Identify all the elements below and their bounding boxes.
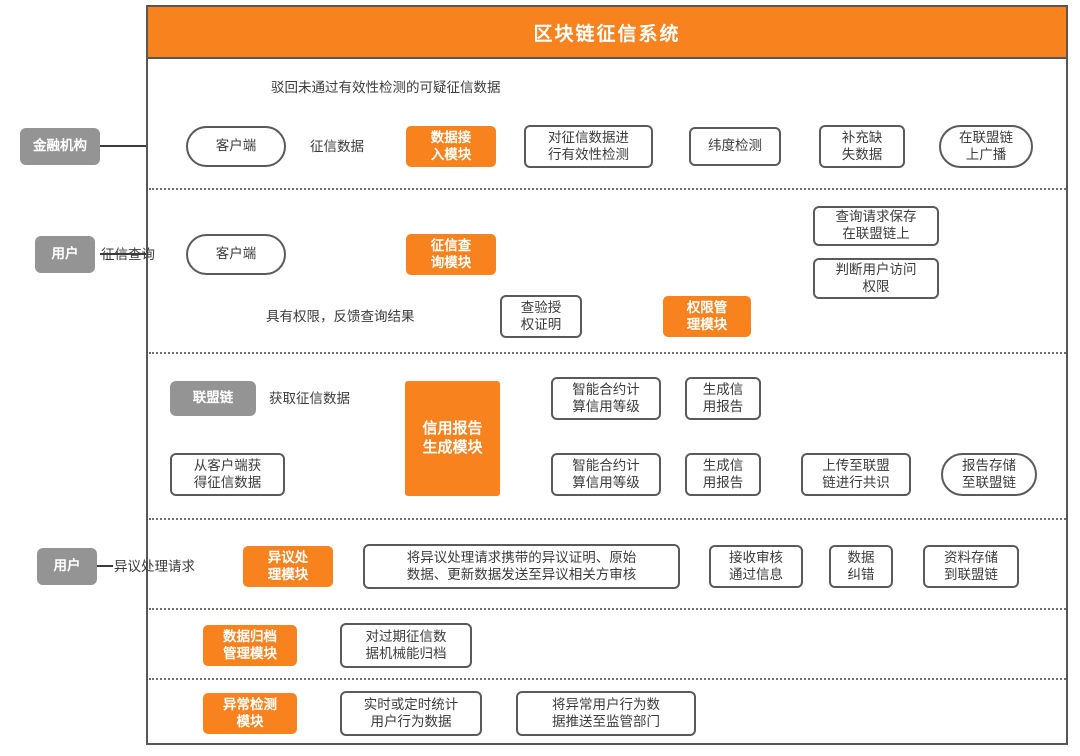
node-broadcast-on-chain[interactable]: 在联盟链 上广播	[939, 125, 1033, 168]
node-credit-report-module[interactable]: 信用报告 生成模块	[405, 381, 500, 496]
node-store-material-on-chain[interactable]: 资料存储 到联盟链	[923, 545, 1019, 588]
node-permission-module[interactable]: 权限管 理模块	[663, 296, 751, 337]
node-verify-authorization[interactable]: 查验授 权证明	[500, 295, 582, 338]
node-archive-module[interactable]: 数据归档 管理模块	[203, 625, 297, 666]
lane-divider-5	[149, 678, 1066, 680]
lane-divider-4	[149, 608, 1066, 610]
node-data-access-module[interactable]: 数据接 入模块	[406, 126, 496, 167]
node-anomaly-detection-module[interactable]: 异常检测 模块	[203, 693, 297, 734]
node-generate-report-bottom[interactable]: 生成信 用报告	[685, 453, 761, 496]
actor-financial-institution: 金融机构	[20, 128, 100, 165]
edge-label-credit-query: 征信查询	[101, 247, 155, 262]
node-forward-dispute-evidence[interactable]: 将异议处理请求携带的异议证明、原始 数据、更新数据发送至异议相关方审核	[363, 544, 680, 589]
node-generate-report-top[interactable]: 生成信 用报告	[685, 377, 761, 420]
node-dispute-module[interactable]: 异议处 理模块	[243, 546, 333, 587]
node-upload-consensus[interactable]: 上传至联盟 链进行共识	[801, 453, 911, 496]
lane-divider-2	[149, 352, 1066, 354]
node-push-to-regulator[interactable]: 将异常用户行为数 据推送至监管部门	[516, 691, 696, 736]
node-smart-contract-rating-top[interactable]: 智能合约计 算信用等级	[551, 377, 661, 420]
node-fill-missing-data[interactable]: 补充缺 失数据	[819, 125, 905, 168]
actor-user-query: 用户	[35, 236, 95, 273]
node-credit-query-module[interactable]: 征信查 询模块	[406, 234, 496, 275]
actor-user-dispute: 用户	[37, 548, 97, 585]
node-store-report-on-chain[interactable]: 报告存储 至联盟链	[941, 453, 1037, 496]
edge-label-fetch-credit-data: 获取征信数据	[269, 391, 350, 406]
node-receive-approval[interactable]: 接收审核 通过信息	[709, 545, 803, 588]
edge-label-reject-suspicious-data: 驳回未通过有效性检测的可疑征信数据	[271, 80, 501, 95]
node-client-query[interactable]: 客户端	[186, 234, 286, 275]
node-fetch-from-client[interactable]: 从客户端获 得征信数据	[170, 453, 285, 496]
lane-divider-1	[149, 188, 1066, 190]
actor-consortium-chain: 联盟链	[170, 381, 256, 416]
node-behavior-statistics[interactable]: 实时或定时统计 用户行为数据	[340, 691, 482, 736]
lane-divider-3	[149, 518, 1066, 520]
node-data-correction[interactable]: 数据 纠错	[829, 545, 893, 588]
page-title: 区块链征信系统	[148, 7, 1066, 59]
edge-label-has-permission-feedback: 具有权限，反馈查询结果	[266, 309, 415, 324]
edge-label-credit-data: 征信数据	[310, 139, 364, 154]
node-validity-check[interactable]: 对征信数据进 行有效性检测	[524, 125, 653, 168]
node-dimension-check[interactable]: 纬度检测	[689, 127, 781, 166]
node-client-upload[interactable]: 客户端	[186, 126, 286, 167]
node-judge-user-access[interactable]: 判断用户访问 权限	[813, 258, 939, 299]
node-smart-contract-rating-bottom[interactable]: 智能合约计 算信用等级	[551, 453, 661, 496]
node-archive-expired-data[interactable]: 对过期征信数 据机械能归档	[340, 623, 472, 668]
edge-label-dispute-request: 异议处理请求	[114, 559, 195, 574]
node-save-query-request[interactable]: 查询请求保存 在联盟链上	[813, 206, 939, 246]
